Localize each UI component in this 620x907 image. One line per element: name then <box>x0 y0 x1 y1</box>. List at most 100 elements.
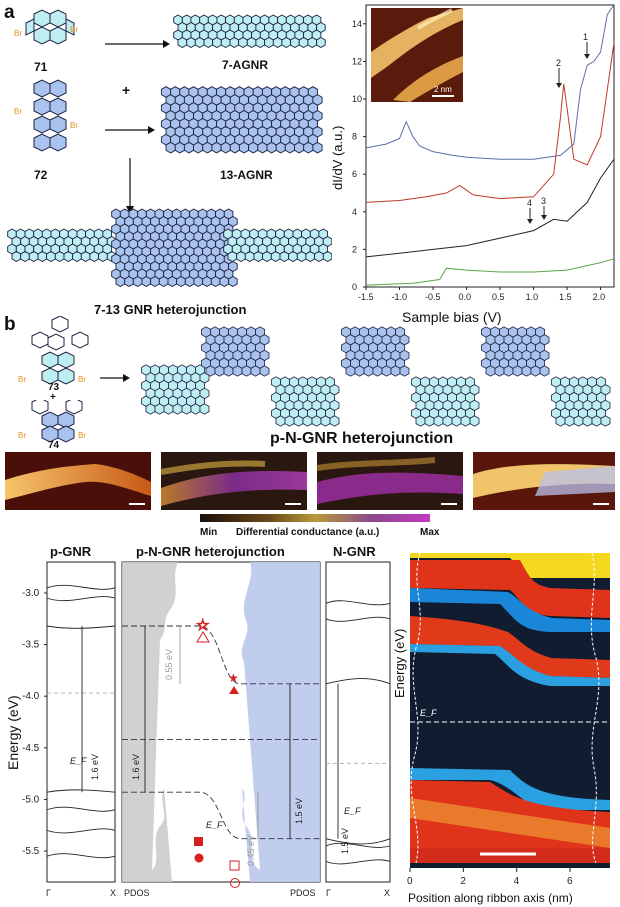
molecule-72-label: 72 <box>34 168 48 182</box>
benzene-ring <box>241 365 252 377</box>
x-tick-label: 6 <box>567 876 573 887</box>
star-open-icon: ☆ <box>196 617 209 634</box>
pdos-n-shade <box>241 562 320 882</box>
ngnr-x-label: X <box>384 888 390 898</box>
x-tick-label: 0 <box>407 876 413 887</box>
benzene-ring <box>238 36 248 49</box>
benzene-ring <box>354 365 365 377</box>
benzene-ring <box>469 415 480 427</box>
benzene-ring <box>281 36 292 49</box>
hetero-vb-line <box>122 791 320 840</box>
sts-xlabel: Sample bias (V) <box>402 309 502 325</box>
square-open-icon <box>229 860 240 871</box>
benzene-ring <box>183 141 194 154</box>
plus-sign: + <box>50 392 56 403</box>
colorbar-label: Differential conductance (a.u.) <box>236 527 380 538</box>
benzene-ring <box>250 365 261 377</box>
benzene-ring <box>89 250 100 263</box>
molecule-74-label: 74 <box>48 440 60 451</box>
pn-gnr-title: p-N-GNR heterojunction <box>270 430 454 447</box>
y-tick-label: 4 <box>352 207 357 217</box>
heterojunction-ribbon <box>7 208 332 288</box>
ngnr-band <box>325 600 391 606</box>
y-tick-label: 2 <box>352 244 357 254</box>
ngnr-band <box>325 859 391 865</box>
y-tick-label: -4.0 <box>22 691 40 702</box>
benzene-ring <box>311 415 322 427</box>
heatmap-top-edge <box>410 588 610 632</box>
benzene-ring <box>150 275 160 288</box>
benzene-ring <box>193 275 204 288</box>
pdos-p-shade <box>122 562 178 882</box>
benzene-ring <box>316 36 326 49</box>
hetero-title: p-N-GNR heterojunction <box>136 544 285 559</box>
benzene-ring <box>210 275 221 288</box>
benzene-ring <box>582 415 593 427</box>
benzene-ring <box>272 36 283 49</box>
bromine-label: Br <box>14 107 22 116</box>
pgnr-band <box>46 828 116 834</box>
benzene-ring <box>591 415 602 427</box>
benzene-ring <box>124 275 134 288</box>
x-tick-label: 1.0 <box>526 292 539 302</box>
annotation-3: 3 <box>541 196 546 206</box>
benzene-ring <box>246 36 257 49</box>
agnr13-ribbon <box>160 86 323 154</box>
benzene-ring <box>219 275 230 288</box>
benzene-ring <box>172 403 183 415</box>
pdos-left-label: PDOS <box>124 888 150 898</box>
benzene-ring <box>555 415 566 427</box>
square-filled-icon <box>194 837 203 846</box>
annotation-4: 4 <box>527 198 532 208</box>
y-tick-label: 0 <box>352 282 357 292</box>
y-tick-label: -5.5 <box>22 846 40 857</box>
benzene-ring <box>232 365 243 377</box>
pgnr-band <box>46 584 116 590</box>
benzene-ring <box>564 415 575 427</box>
benzene-ring <box>132 275 143 288</box>
benzene-ring <box>220 36 231 49</box>
molecule-73-label: 73 <box>48 382 60 393</box>
pgnr-frame <box>46 561 116 883</box>
benzene-ring <box>244 250 255 263</box>
benzene-ring <box>415 415 426 427</box>
benzene-ring <box>11 250 22 263</box>
bromine-label: Br <box>70 25 78 34</box>
state-symbols: ☆ ★ <box>194 617 240 888</box>
heatmap-top-band <box>410 560 610 618</box>
agnr13-label: 13-AGNR <box>220 168 273 182</box>
y-tick-label: -3.5 <box>22 640 40 651</box>
benzene-ring <box>72 250 82 263</box>
benzene-ring <box>288 250 298 263</box>
pgnr-band <box>46 806 116 812</box>
ngnr-vb <box>325 838 391 845</box>
ngnr-ef-label: E_F <box>344 806 361 816</box>
x-tick-label: -1.5 <box>358 292 374 302</box>
bromine-label: Br <box>78 375 86 384</box>
benzene-ring <box>270 250 281 263</box>
star-filled-icon: ★ <box>228 671 239 685</box>
stm-image-strip <box>5 452 615 510</box>
annotation-2: 2 <box>556 58 561 68</box>
heatmap-ylabel: Energy (eV) <box>392 629 407 698</box>
benzene-ring <box>163 403 174 415</box>
bromine-label: Br <box>14 29 22 38</box>
peak-annotations: 1 2 3 4 <box>527 32 590 224</box>
ngnr-cb <box>325 678 391 685</box>
pgnr-band <box>46 596 116 602</box>
benzene-ring <box>293 415 304 427</box>
benzene-ring <box>212 36 222 49</box>
benzene-ring <box>54 250 65 263</box>
inset-scale-label: 2 nm <box>434 85 452 94</box>
benzene-ring <box>284 141 295 154</box>
benzene-ring <box>203 36 214 49</box>
benzene-ring <box>259 365 270 377</box>
benzene-ring <box>345 365 356 377</box>
benzene-ring <box>257 141 268 154</box>
offset-top-label: 0.55 eV <box>164 649 174 680</box>
colorbar <box>200 514 430 522</box>
benzene-ring <box>275 415 286 427</box>
benzene-ring <box>442 415 453 427</box>
triangle-filled-icon <box>229 686 239 694</box>
benzene-ring <box>451 415 462 427</box>
